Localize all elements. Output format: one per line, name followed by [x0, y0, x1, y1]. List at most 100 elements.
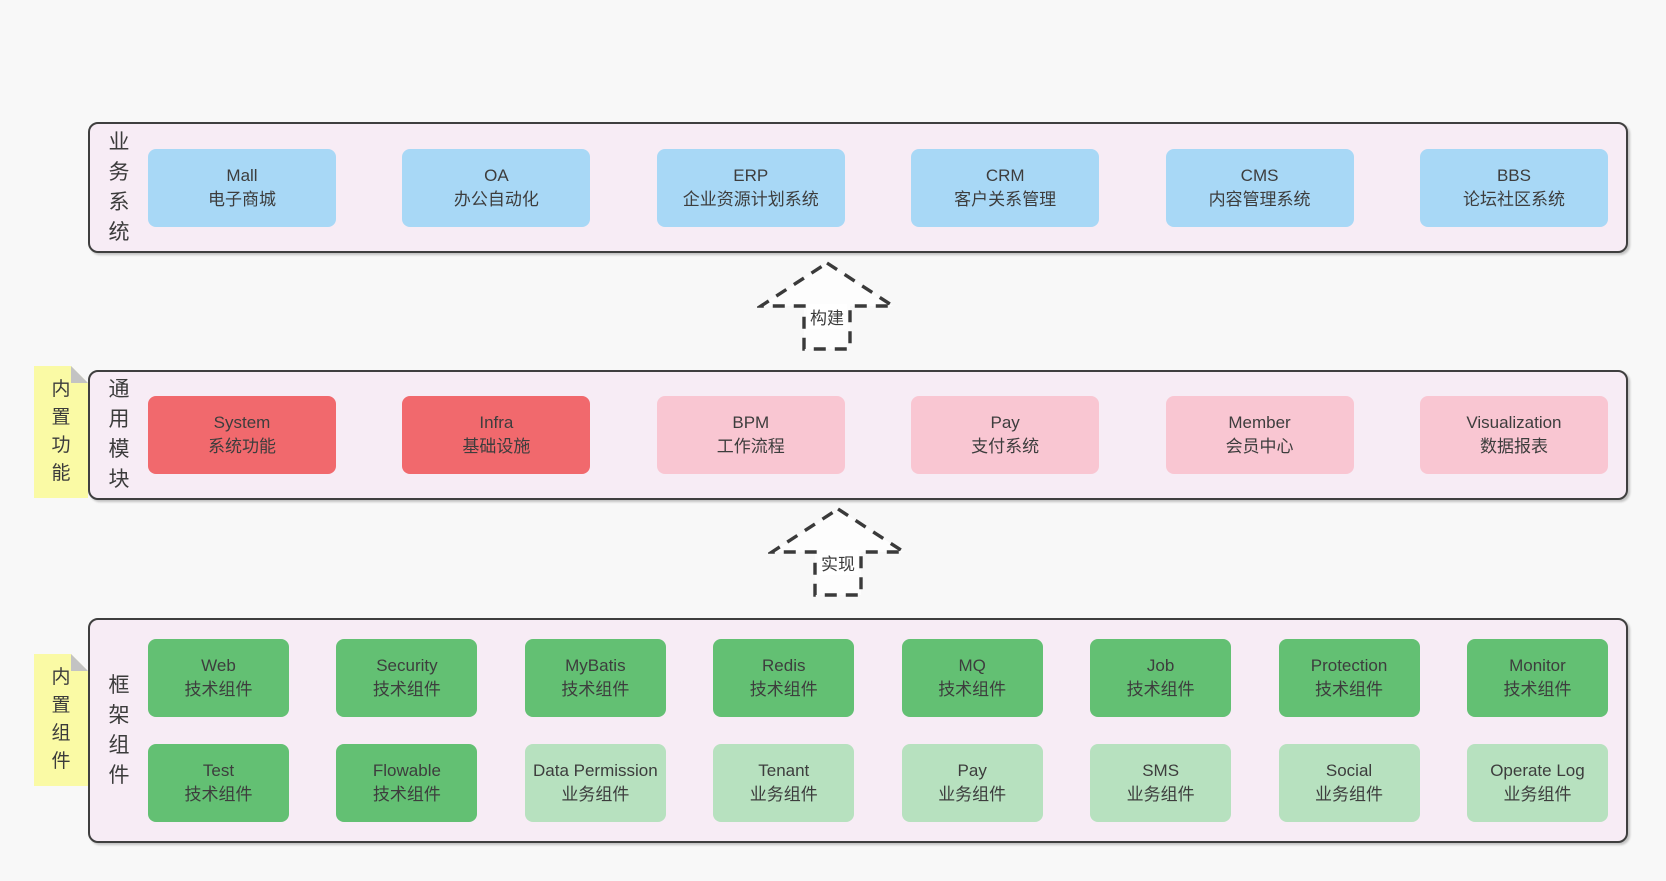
box-flowable-cn: 技术组件 [372, 785, 441, 804]
framework-row-1: Web 技术组件 Security 技术组件 MyBatis 技术组件 Redi… [148, 639, 1608, 717]
box-social: Social 业务组件 [1278, 744, 1420, 822]
box-infra: Infra 基础设施 [402, 396, 591, 474]
framework-rows: Web 技术组件 Security 技术组件 MyBatis 技术组件 Redi… [148, 620, 1608, 841]
box-member-en: Member [1228, 413, 1291, 432]
box-erp-cn: 企业资源计划系统 [682, 189, 819, 209]
layer-title-framework-text: 框架组件 [108, 673, 130, 787]
box-web-cn: 技术组件 [184, 680, 253, 699]
box-data-permission-cn: 业务组件 [561, 785, 630, 804]
box-system: System 系统功能 [148, 396, 336, 474]
box-erp-en: ERP [733, 165, 769, 185]
box-infra-cn: 基础设施 [462, 437, 531, 456]
box-crm: CRM 客户关系管理 [911, 148, 1100, 227]
box-operate-log-cn: 业务组件 [1503, 785, 1572, 804]
box-mall: Mall 电子商城 [148, 148, 336, 227]
box-test-cn: 技术组件 [184, 785, 253, 804]
box-security-en: Security [376, 656, 438, 675]
box-web: Web 技术组件 [148, 639, 289, 717]
common-boxes-row: System 系统功能 Infra 基础设施 BPM 工作流程 Pay 支付系统… [148, 372, 1608, 498]
box-pay-component-en: Pay [957, 761, 987, 780]
box-sms-en: SMS [1142, 761, 1180, 780]
box-cms-cn: 内容管理系统 [1208, 189, 1311, 209]
box-redis-en: Redis [762, 656, 806, 675]
box-test-en: Test [202, 761, 235, 780]
layer-title-business-text: 业务系统 [108, 130, 130, 244]
box-mybatis-en: MyBatis [565, 656, 626, 675]
layer-title-common: 通用模块 [90, 372, 148, 498]
box-visualization-cn: 数据报表 [1479, 437, 1548, 456]
box-social-cn: 业务组件 [1315, 785, 1384, 804]
sticky-built-in-components-text: 内置组件 [51, 667, 71, 772]
box-job: Job 技术组件 [1090, 639, 1232, 717]
sticky-built-in-components: 内置组件 [34, 654, 88, 786]
box-monitor-cn: 技术组件 [1503, 680, 1572, 699]
box-bbs: BBS 论坛社区系统 [1419, 148, 1608, 227]
arrow-build-label: 构建 [807, 304, 847, 329]
box-mq-en: MQ [958, 656, 986, 675]
business-systems-layer: 业务系统 Mall 电子商城 OA 办公自动化 ERP 企业资源计划系统 CRM… [88, 122, 1628, 253]
box-crm-en: CRM [985, 165, 1025, 185]
box-cms: CMS 内容管理系统 [1165, 148, 1354, 227]
box-protection-cn: 技术组件 [1315, 680, 1384, 699]
box-monitor: Monitor 技术组件 [1466, 639, 1608, 717]
box-bpm: BPM 工作流程 [656, 396, 845, 474]
box-data-permission: Data Permission 业务组件 [524, 744, 666, 822]
box-bpm-cn: 工作流程 [716, 437, 785, 456]
box-bbs-cn: 论坛社区系统 [1462, 189, 1565, 209]
box-protection-en: Protection [1310, 656, 1388, 675]
arrow-implement-label: 实现 [818, 550, 858, 575]
box-security-cn: 技术组件 [372, 680, 441, 699]
box-flowable-en: Flowable [372, 761, 441, 780]
box-erp: ERP 企业资源计划系统 [656, 148, 845, 227]
framework-components-layer: 框架组件 Web 技术组件 Security 技术组件 MyBatis 技术组件… [88, 618, 1628, 843]
layer-title-common-text: 通用模块 [108, 378, 130, 491]
framework-row-2: Test 技术组件 Flowable 技术组件 Data Permission … [148, 744, 1608, 822]
box-pay-module-en: Pay [990, 413, 1020, 432]
box-pay-component: Pay 业务组件 [901, 744, 1043, 822]
box-visualization: Visualization 数据报表 [1419, 396, 1608, 474]
box-member: Member 会员中心 [1165, 396, 1354, 474]
box-sms-cn: 业务组件 [1126, 785, 1195, 804]
box-mq: MQ 技术组件 [901, 639, 1043, 717]
box-mall-en: Mall [226, 165, 258, 185]
box-oa-cn: 办公自动化 [453, 189, 539, 209]
box-web-en: Web [201, 656, 236, 675]
box-infra-en: Infra [479, 413, 514, 432]
box-tenant: Tenant 业务组件 [713, 744, 855, 822]
box-visualization-en: Visualization [1466, 413, 1562, 432]
box-job-en: Job [1146, 656, 1175, 675]
box-crm-cn: 客户关系管理 [954, 189, 1057, 209]
box-mq-cn: 技术组件 [938, 680, 1007, 699]
box-redis-cn: 技术组件 [749, 680, 818, 699]
box-mall-cn: 电子商城 [208, 189, 276, 209]
business-boxes-row: Mall 电子商城 OA 办公自动化 ERP 企业资源计划系统 CRM 客户关系… [148, 124, 1608, 251]
box-tenant-en: Tenant [758, 761, 810, 780]
box-operate-log-en: Operate Log [1490, 761, 1585, 780]
box-pay-component-cn: 业务组件 [938, 785, 1007, 804]
box-job-cn: 技术组件 [1126, 680, 1195, 699]
box-tenant-cn: 业务组件 [749, 785, 818, 804]
box-flowable: Flowable 技术组件 [336, 744, 478, 822]
box-system-en: System [213, 413, 271, 432]
box-oa: OA 办公自动化 [402, 148, 591, 227]
box-pay-module-cn: 支付系统 [971, 437, 1040, 456]
sticky-built-in-features: 内置功能 [34, 366, 88, 498]
box-system-cn: 系统功能 [208, 437, 276, 456]
box-data-permission-en: Data Permission [532, 761, 658, 780]
arrow-implement: 实现 [768, 506, 908, 598]
sticky-built-in-features-text: 内置功能 [51, 379, 71, 484]
box-sms: SMS 业务组件 [1090, 744, 1232, 822]
box-mybatis: MyBatis 技术组件 [524, 639, 666, 717]
layer-title-business: 业务系统 [90, 124, 148, 251]
box-pay-module: Pay 支付系统 [911, 396, 1100, 474]
box-monitor-en: Monitor [1509, 656, 1566, 675]
box-security: Security 技术组件 [336, 639, 478, 717]
layer-title-framework: 框架组件 [90, 620, 148, 841]
box-social-en: Social [1325, 761, 1373, 780]
box-oa-en: OA [484, 165, 509, 185]
box-redis: Redis 技术组件 [713, 639, 855, 717]
arrow-build: 构建 [757, 260, 897, 352]
box-bbs-en: BBS [1496, 165, 1531, 185]
box-mybatis-cn: 技术组件 [561, 680, 630, 699]
